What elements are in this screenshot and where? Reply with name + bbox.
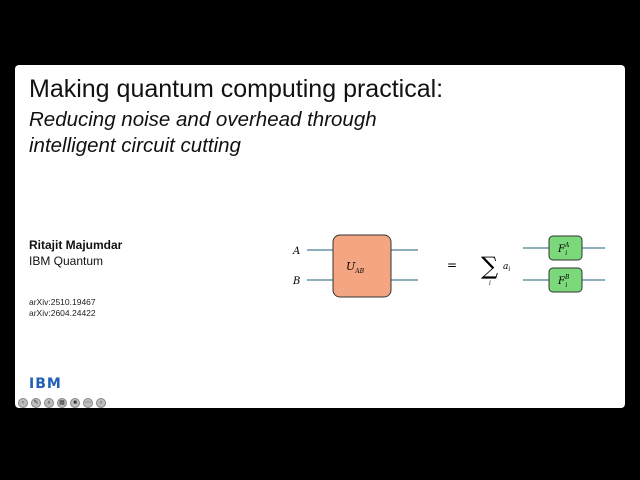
subtitle-line-1: Reducing noise and overhead through xyxy=(29,108,377,131)
sum-symbol: ∑ xyxy=(481,252,498,280)
forward-icon[interactable]: › xyxy=(96,398,106,408)
equals-sign: = xyxy=(447,258,457,272)
reference-1: arXiv:2510.19467 xyxy=(29,297,96,307)
reference-2: arXiv:2604.24422 xyxy=(29,308,96,318)
back-icon[interactable]: ‹ xyxy=(18,398,28,408)
author-organization: IBM Quantum xyxy=(29,254,104,268)
ibm-logo: IBM xyxy=(29,376,62,392)
slideshow-toolbar: ‹ ✎ ⌕ ▦ ■ ⋯ › xyxy=(18,398,106,408)
gate-fb xyxy=(548,267,583,293)
slide-subtitle: Reducing noise and overhead through inte… xyxy=(29,107,377,159)
more-icon[interactable]: ⋯ xyxy=(83,398,93,408)
sum-index: i xyxy=(489,280,491,287)
gate-label: UAB xyxy=(346,260,365,275)
input-b-label: B xyxy=(292,276,300,287)
gate-uab xyxy=(332,234,392,298)
video-icon[interactable]: ■ xyxy=(70,398,80,408)
input-a-label: A xyxy=(292,246,300,257)
zoom-icon[interactable]: ⌕ xyxy=(44,398,54,408)
subtitle-line-2: intelligent circuit cutting xyxy=(29,134,241,157)
slides-icon[interactable]: ▦ xyxy=(57,398,67,408)
slide: Making quantum computing practical: Redu… xyxy=(15,65,625,408)
references: arXiv:2510.19467 arXiv:2604.24422 xyxy=(29,297,96,319)
slide-title: Making quantum computing practical: xyxy=(29,75,444,103)
pen-icon[interactable]: ✎ xyxy=(31,398,41,408)
gate-fa xyxy=(548,235,583,261)
author-name: Ritajit Majumdar xyxy=(29,238,123,252)
coefficient: ai xyxy=(503,262,510,273)
